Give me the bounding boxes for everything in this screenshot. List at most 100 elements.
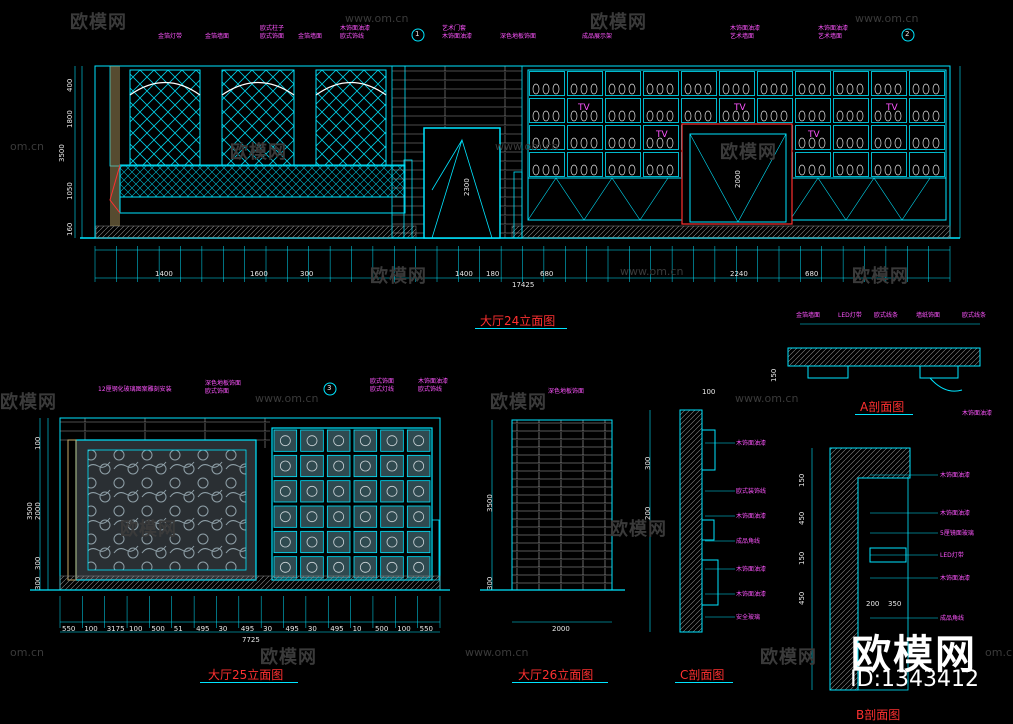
elevation-25: [30, 382, 450, 633]
note: 木饰面油漆: [818, 25, 849, 32]
note: 深色地板饰面: [500, 33, 537, 40]
bottom-dim: 3175: [106, 625, 125, 633]
bottom-dim: 1400: [455, 270, 473, 278]
watermark-url: om.cn: [985, 646, 1013, 659]
left-dim: 300: [34, 556, 42, 570]
section-c: [649, 409, 735, 633]
tv-label: TV: [808, 130, 820, 140]
tv-label: TV: [886, 103, 898, 113]
elevation-26: [480, 419, 625, 623]
note: 深色地板饰面: [548, 388, 585, 395]
watermark-url: www.om.cn: [465, 646, 529, 659]
note: 木饰面油漆: [736, 566, 767, 573]
watermark-url: www.om.cn: [735, 392, 799, 405]
tv-label: TV: [734, 103, 746, 113]
left-dim: 3500: [486, 494, 494, 512]
left-dim: 1050: [66, 182, 74, 200]
note: 金箔墙面: [205, 33, 230, 40]
note: 艺术墙面: [730, 33, 755, 40]
bottom-dim: 500: [151, 625, 165, 633]
bottom-dim: 1400: [155, 270, 173, 278]
note: 欧式饰面: [260, 33, 285, 40]
note: 欧式饰面: [205, 388, 230, 395]
note: 艺术门套: [442, 25, 467, 32]
note: 成品角线: [736, 538, 761, 545]
note: 木饰面油漆: [962, 410, 993, 417]
note: 欧式饰线: [340, 33, 365, 40]
note: 深色地板饰面: [205, 380, 242, 387]
watermark-url: om.cn: [10, 646, 44, 659]
note: 欧式灯线: [370, 386, 395, 393]
grid-marker: 3: [327, 384, 332, 392]
model-id: ID:1343412: [850, 667, 979, 692]
bottom-dim: 495: [240, 625, 255, 633]
bottom-dim: 680: [540, 270, 554, 278]
drawing-title-elev24: 大厅24立面图: [480, 314, 556, 328]
dim: 150: [770, 368, 778, 382]
drawing-title-sec-b: B剖面图: [856, 708, 901, 722]
bottom-dim: 180: [486, 270, 500, 278]
note: 安全玻璃: [736, 614, 761, 621]
watermark-logo: 欧模网: [230, 142, 287, 163]
note: 欧式柱子: [260, 25, 285, 32]
note: 欧式装饰线: [736, 488, 767, 495]
note: 木饰面油漆: [940, 575, 971, 582]
grid-marker: 2: [905, 30, 910, 38]
note: 木饰面油漆: [940, 510, 971, 517]
watermark-logo: 欧模网: [610, 519, 667, 540]
bottom-dim: 100: [84, 625, 98, 633]
watermark-logo: 欧模网: [0, 392, 57, 413]
tv-label: TV: [578, 103, 590, 113]
drawing-title-elev25: 大厅25立面图: [208, 668, 284, 682]
note: LED灯带: [838, 312, 862, 319]
note: 墙纸饰面: [916, 312, 941, 319]
left-dim: 160: [66, 222, 74, 236]
dim: 350: [888, 600, 902, 608]
note: 金箔墙面: [298, 33, 323, 40]
note: 欧式饰线: [418, 386, 443, 393]
left-dim: 2000: [34, 502, 42, 520]
note: 欧式线条: [874, 312, 899, 319]
dim: 100: [702, 388, 716, 396]
left-dim: 100: [34, 436, 42, 450]
door-dim: 2000: [734, 170, 742, 188]
bottom-dim: 2000: [552, 625, 570, 633]
note: 木饰面油漆: [736, 591, 767, 598]
watermark-logo: 欧模网: [760, 647, 817, 668]
brand-logo-text: 欧模网: [851, 632, 977, 678]
total-dim: 17425: [512, 281, 535, 289]
watermark-logo: 欧模网: [490, 392, 547, 413]
note: 木饰面油漆: [418, 378, 449, 385]
note: 成品角线: [940, 615, 965, 622]
left-dim: 3500: [26, 502, 34, 520]
dim: 450: [798, 511, 806, 525]
section-a: [787, 323, 981, 392]
bottom-dim: 30: [263, 625, 273, 633]
note: 欧式饰面: [370, 378, 395, 385]
bottom-dim: 300: [300, 270, 314, 278]
dim: 450: [798, 591, 806, 605]
bottom-dim: 495: [196, 625, 210, 633]
note: 金箔灯带: [158, 33, 183, 40]
dim: 150: [798, 551, 806, 565]
watermark-url: www.om.cn: [620, 265, 684, 278]
bottom-dim: 10: [352, 625, 362, 633]
total-dim: 7725: [242, 636, 260, 644]
note: 5厘镜面玻璃: [940, 530, 974, 537]
left-dim: 300: [34, 576, 42, 590]
dim: 200: [644, 506, 652, 520]
dim: 200: [866, 600, 880, 608]
watermark-url: www.om.cn: [255, 392, 319, 405]
elevation-24: [74, 28, 961, 282]
bottom-dim: 1600: [250, 270, 268, 278]
note: 欧式线条: [962, 312, 987, 319]
bottom-dim: 30: [218, 625, 228, 633]
left-dim: 400: [66, 78, 74, 92]
bottom-dim: 30: [307, 625, 317, 633]
bottom-dim: 550: [419, 625, 434, 633]
left-dim: 1800: [66, 110, 74, 128]
watermark-url: www.om.cn: [855, 12, 919, 25]
drawing-title-sec-c: C剖面图: [680, 668, 725, 682]
watermark-logo: 欧模网: [720, 142, 777, 163]
